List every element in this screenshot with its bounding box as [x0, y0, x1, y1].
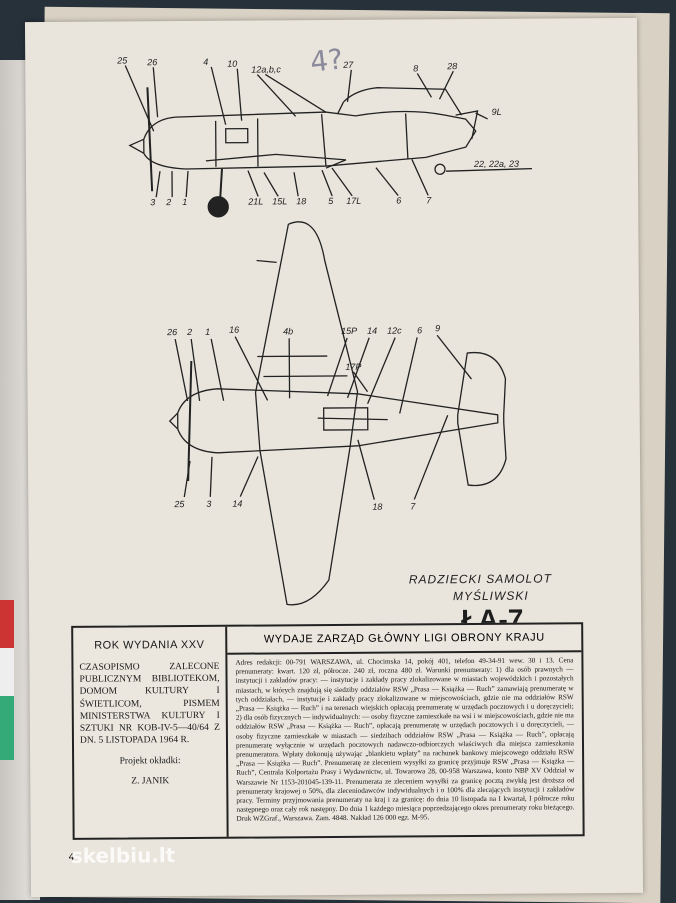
- label-side-16: 5: [328, 196, 334, 206]
- watermark: skelbiu.lt: [70, 843, 176, 868]
- imprint-right: WYDAJE ZARZĄD GŁÓWNY LIGI OBRONY KRAJU A…: [227, 624, 582, 836]
- label-top-15: 7: [410, 501, 416, 511]
- label-side-17: 17L: [346, 196, 361, 206]
- label-side-13: 21L: [247, 196, 263, 206]
- label-side-1: 26: [146, 57, 157, 67]
- cover-design-author: Z. JANIK: [131, 776, 170, 787]
- cover-design-label: Projekt okładki:: [119, 756, 181, 767]
- label-side-18: 6: [396, 196, 401, 206]
- label-side-15: 18: [296, 196, 306, 206]
- side-view-labels: 25 26 4 10 12a,b,c 27 8 28 9L 22, 22a, 2…: [116, 55, 519, 207]
- imprint-left-header: ROK WYDANIA XXV: [94, 638, 205, 652]
- label-top-13: 14: [232, 499, 242, 509]
- top-view: [168, 221, 507, 606]
- label-side-7: 28: [446, 61, 457, 71]
- label-top-8: 6: [417, 325, 422, 335]
- label-side-2: 4: [203, 57, 208, 67]
- label-side-3: 10: [227, 59, 237, 69]
- aircraft-drawing: 25 26 4 10 12a,b,c 27 8 28 9L 22, 22a, 2…: [116, 55, 533, 606]
- label-side-0: 25: [116, 55, 128, 65]
- imprint-left: ROK WYDANIA XXV CZASOPISMO ZALECONE PUBL…: [73, 626, 229, 838]
- handwritten-note: 4?: [308, 42, 345, 79]
- label-top-11: 25: [173, 499, 185, 509]
- caption-line2: MYŚLIWSKI: [452, 588, 529, 604]
- label-top-0: 26: [166, 327, 177, 337]
- label-side-9: 22, 22a, 23: [473, 159, 519, 169]
- side-view: [124, 65, 533, 218]
- label-top-9: 9: [435, 323, 440, 333]
- label-side-4: 12a,b,c: [251, 64, 281, 74]
- background-flag: [0, 600, 14, 760]
- label-side-14: 15L: [272, 196, 287, 206]
- label-side-10: 3: [150, 197, 155, 207]
- top-view-labels: 26 2 1 16 4b 15P 14 12c 6 9 17P 25 3 14 …: [166, 323, 440, 512]
- magazine-page: 25 26 4 10 12a,b,c 27 8 28 9L 22, 22a, 2…: [24, 17, 644, 898]
- label-top-7: 12c: [387, 326, 402, 336]
- imprint-box: ROK WYDANIA XXV CZASOPISMO ZALECONE PUBL…: [71, 622, 585, 840]
- label-side-6: 8: [413, 63, 418, 73]
- label-top-1: 2: [186, 327, 192, 337]
- label-top-2: 1: [205, 327, 210, 337]
- label-top-6: 14: [367, 326, 377, 336]
- label-side-8: 9L: [492, 107, 502, 117]
- label-side-5: 27: [342, 60, 354, 70]
- label-top-5: 15P: [341, 326, 357, 336]
- label-side-19: 7: [426, 195, 432, 205]
- label-top-12: 3: [206, 499, 211, 509]
- imprint-right-header: WYDAJE ZARZĄD GŁÓWNY LIGI OBRONY KRAJU: [227, 624, 582, 655]
- imprint-left-body: CZASOPISMO ZALECONE PUBLICZNYM BIBLIOTEK…: [79, 661, 220, 746]
- label-side-12: 1: [182, 197, 187, 207]
- label-top-14: 18: [372, 502, 382, 512]
- label-side-11: 2: [165, 197, 171, 207]
- label-top-4: 4b: [283, 326, 293, 336]
- imprint-right-body: Adres redakcji: 00-791 WARSZAWA, ul. Cho…: [235, 656, 575, 824]
- label-top-3: 16: [229, 325, 239, 335]
- caption-line1: RADZIECKI SAMOLOT: [408, 571, 552, 587]
- label-top-10: 17P: [345, 362, 361, 372]
